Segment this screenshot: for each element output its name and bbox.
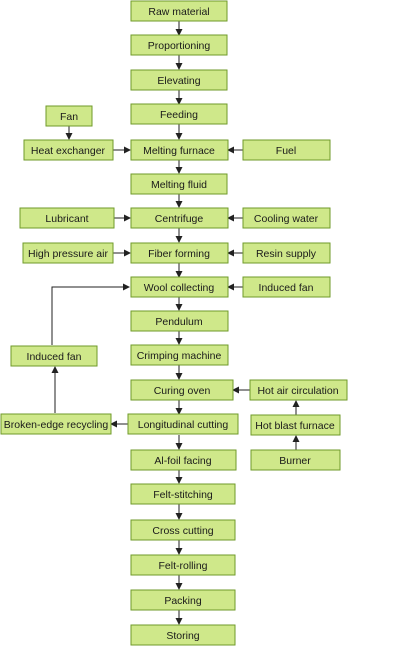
node-label: Induced fan [27,351,82,363]
node-longitudinal-cutting: Longitudinal cutting [127,413,239,435]
node-cooling-water: Cooling water [242,207,331,229]
node-feeding: Feeding [130,103,228,125]
node-storing: Storing [130,624,236,646]
node-label: Fan [60,111,78,123]
node-high-pressure-air: High pressure air [22,242,114,264]
node-wool-collecting: Wool collecting [130,276,229,298]
nodes: Raw material Proportioning Elevating Fee… [0,0,348,646]
node-heat-exchanger: Heat exchanger [23,139,114,161]
node-label: Pendulum [155,316,203,328]
node-label: Centrifuge [155,213,204,225]
node-felt-rolling: Felt-rolling [130,554,236,576]
node-centrifuge: Centrifuge [130,207,229,229]
node-packing: Packing [130,589,236,611]
node-label: Fuel [276,145,296,157]
edges [51,21,300,625]
node-al-foil-facing: Al-foil facing [130,449,237,471]
node-lubricant: Lubricant [19,207,115,229]
node-proportioning: Proportioning [130,34,228,56]
node-melting-fluid: Melting fluid [130,173,228,195]
node-label: Melting fluid [151,179,207,191]
node-melting-furnace: Melting furnace [130,139,229,161]
node-resin-supply: Resin supply [242,242,331,264]
node-induced-fan-right: Induced fan [242,276,331,298]
node-label: Hot air circulation [257,385,338,397]
node-burner: Burner [250,449,341,471]
node-label: Longitudinal cutting [138,419,229,431]
node-label: Resin supply [256,248,317,260]
node-label: Hot blast furnace [255,420,335,432]
node-label: Felt-rolling [158,560,207,572]
node-elevating: Elevating [130,69,228,91]
node-label: Lubricant [45,213,88,225]
node-label: Induced fan [259,282,314,294]
node-hot-air-circulation: Hot air circulation [249,379,348,401]
node-raw-material: Raw material [130,0,228,22]
node-label: Cooling water [254,213,319,225]
node-label: Storing [166,630,199,642]
node-label: Cross cutting [152,525,213,537]
node-label: Fiber forming [148,248,210,260]
node-crimping-machine: Crimping machine [130,344,229,366]
node-induced-fan-left: Induced fan [10,345,98,367]
node-curing-oven: Curing oven [130,379,234,401]
node-label: Burner [279,455,311,467]
node-label: Feeding [160,109,198,121]
node-fiber-forming: Fiber forming [130,242,229,264]
edge-induced-fan-to-wool-collecting-loop [51,283,130,345]
node-label: Packing [164,595,202,607]
node-cross-cutting: Cross cutting [130,519,236,541]
node-label: Broken-edge recycling [4,419,109,431]
node-label: Proportioning [148,40,211,52]
node-label: Wool collecting [144,282,215,294]
node-fan: Fan [45,105,93,127]
node-label: Crimping machine [137,350,222,362]
node-label: Al-foil facing [154,455,211,467]
node-label: Elevating [157,75,200,87]
node-label: Raw material [148,6,209,18]
node-label: Heat exchanger [31,145,106,157]
node-fuel: Fuel [242,139,331,161]
node-broken-edge-recycling: Broken-edge recycling [0,413,112,435]
node-hot-blast-furnace: Hot blast furnace [250,414,341,436]
node-label: High pressure air [28,248,108,260]
node-label: Curing oven [154,385,211,397]
node-label: Melting furnace [143,145,215,157]
node-label: Felt-stitching [153,489,213,501]
node-felt-stitching: Felt-stitching [130,483,236,505]
node-pendulum: Pendulum [130,310,229,332]
